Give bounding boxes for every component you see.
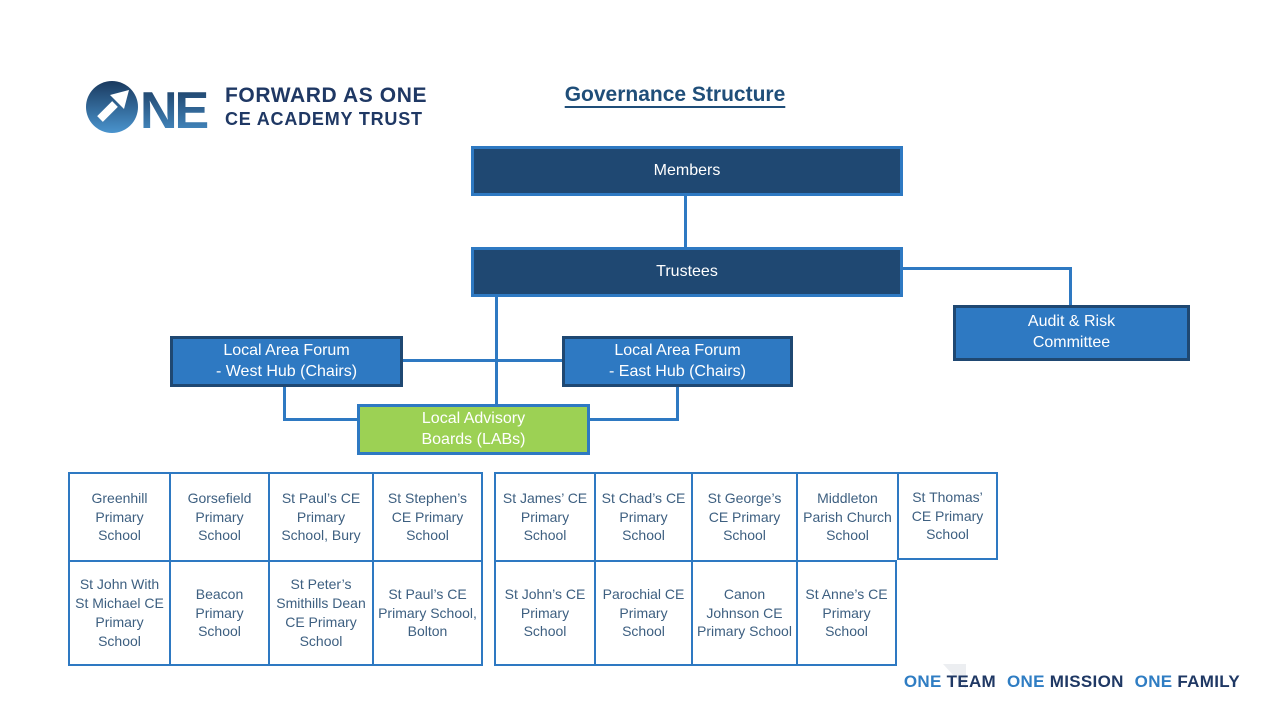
school-cell: Middleton Parish Church School [796,472,897,560]
connector-trustees-audit-h [903,267,1072,270]
school-cell: St Chad’s CE Primary School [594,472,691,560]
school-cell: St Paul’s CE Primary School, Bolton [372,560,483,666]
school-cell: Gorsefield Primary School [169,472,268,560]
members-box: Members [471,146,903,196]
tagline-group: ONE TEAM [904,672,996,692]
lab-label-line2: Boards (LABs) [421,430,526,448]
brand-line1: FORWARD AS ONE [225,84,428,108]
local-area-forum-east-box: Local Area Forum - East Hub (Chairs) [562,336,793,387]
connector-members-trustees [684,196,687,247]
school-cell: St John With St Michael CE Primary Schoo… [68,560,169,666]
school-cell: St James’ CE Primary School [494,472,594,560]
connector-east-down [676,387,679,421]
audit-label-line2: Committee [1032,334,1111,351]
table-row: St John With St Michael CE Primary Schoo… [68,560,483,666]
brand-text: FORWARD AS ONE CE ACADEMY TRUST [225,84,428,130]
one-arrow-logo-icon: NE [86,81,211,136]
page-title: Governance Structure [564,83,786,106]
local-area-forum-west-box: Local Area Forum - West Hub (Chairs) [170,336,403,387]
east-label-line1: Local Area Forum [614,341,741,359]
trustees-label: Trustees [656,262,718,280]
east-hub-schools-table: St James’ CE Primary School St Chad’s CE… [494,472,998,666]
school-cell: St Stephen’s CE Primary School [372,472,483,560]
school-cell: Beacon Primary School [169,560,268,666]
east-label-line2: - East Hub (Chairs) [609,362,746,380]
west-hub-schools-table: Greenhill Primary School Gorsefield Prim… [68,472,483,666]
west-label-line1: Local Area Forum [223,341,350,359]
audit-label-line1: Audit & Risk [1027,313,1116,331]
members-label: Members [653,161,721,179]
tagline-word: MISSION [1049,672,1124,691]
trustees-box: Trustees [471,247,903,297]
local-advisory-boards-box: Local Advisory Boards (LABs) [357,404,590,455]
school-cell: Greenhill Primary School [68,472,169,560]
tagline-group: ONE FAMILY [1135,672,1240,692]
school-cell: Canon Johnson CE Primary School [691,560,796,666]
school-cell: St Thomas’ CE Primary School [897,472,998,560]
school-cell: Parochial CE Primary School [594,560,691,666]
brand-line2: CE ACADEMY TRUST [225,109,423,130]
school-cell: St Anne’s CE Primary School [796,560,897,666]
school-cell: St John’s CE Primary School [494,560,594,666]
tagline-one: ONE [1007,672,1045,691]
connector-west-lab [283,418,357,421]
table-row: Greenhill Primary School Gorsefield Prim… [68,472,483,560]
table-row: St John’s CE Primary School Parochial CE… [494,560,998,666]
lab-label-line1: Local Advisory [421,409,526,427]
connector-trustees-audit-v [1069,267,1072,305]
logo-letters: NE [140,82,208,136]
connector-east-lab [590,418,679,421]
audit-risk-committee-box: Audit & Risk Committee [953,305,1190,361]
school-cell: St Peter’s Smithills Dean CE Primary Sch… [268,560,372,666]
connector-trustees-lab [495,297,498,404]
tagline-word: FAMILY [1177,672,1240,691]
connector-west-east [403,359,562,362]
table-row: St James’ CE Primary School St Chad’s CE… [494,472,998,560]
school-cell: St George’s CE Primary School [691,472,796,560]
connector-west-down [283,387,286,421]
tagline: ONE TEAM ONE MISSION ONE FAMILY [904,672,1240,692]
trust-logo: NE FORWARD AS ONE CE ACADEMY TRUST [85,78,427,136]
tagline-word: TEAM [946,672,997,691]
tagline-one: ONE [1134,672,1173,691]
tagline-group: ONE MISSION [1007,672,1124,692]
tagline-one: ONE [903,672,942,691]
west-label-line2: - West Hub (Chairs) [215,362,358,380]
school-cell: St Paul’s CE Primary School, Bury [268,472,372,560]
